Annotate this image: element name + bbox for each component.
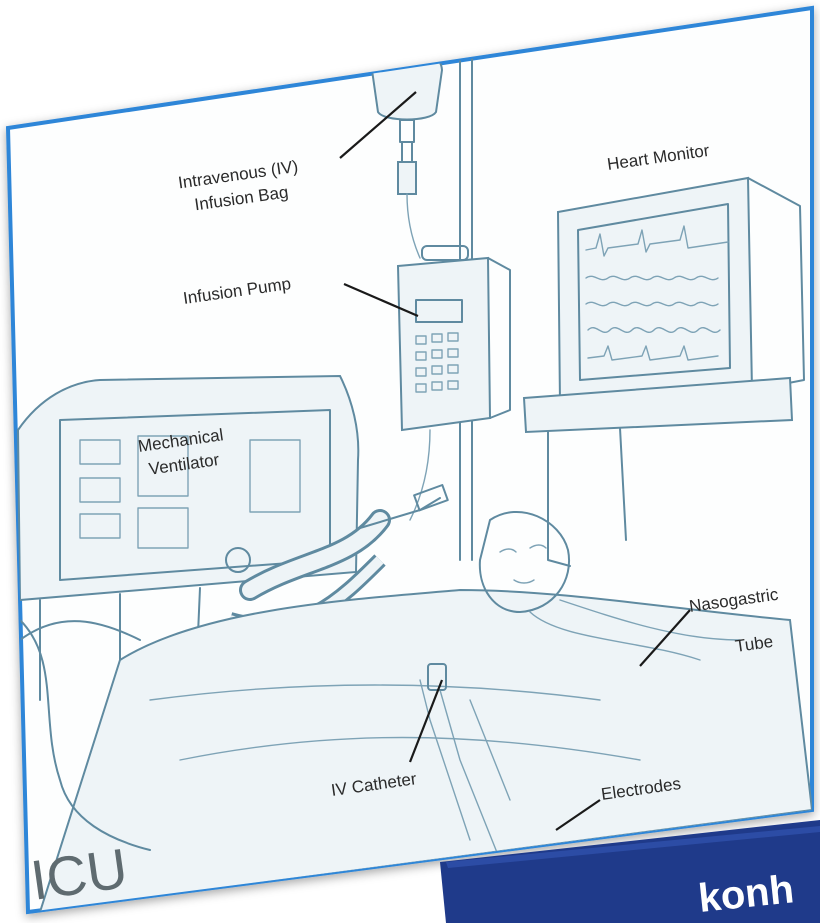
icu-caption: ICU — [27, 836, 131, 912]
